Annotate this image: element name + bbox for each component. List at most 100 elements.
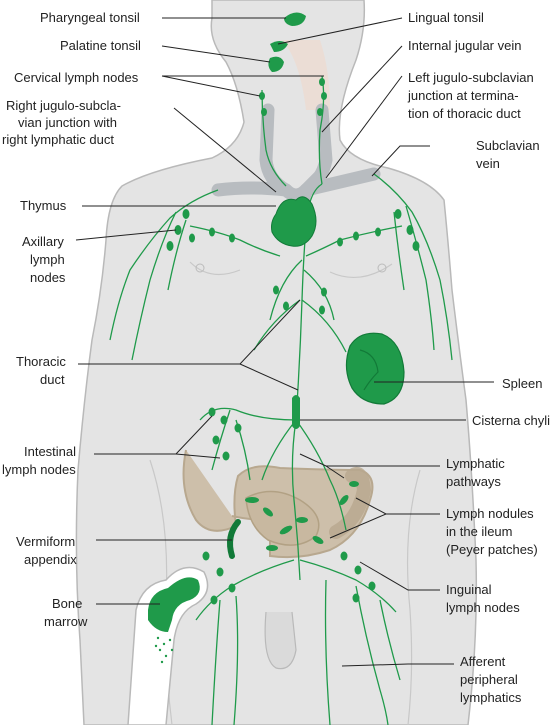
label-left-jugulo-2: junction at termina- (407, 88, 519, 103)
leg-vessel-left-1 (324, 579, 331, 725)
peyer-patch (245, 497, 259, 503)
arm-vessel-right-3 (167, 219, 187, 291)
lymph-nodes (166, 78, 420, 605)
label-peyer-1: Lymph nodules (446, 506, 534, 521)
leg-vessel-left-2 (355, 585, 389, 725)
axillary-lymph-node (353, 231, 359, 241)
lingual-tonsil (270, 41, 288, 52)
throat-highlight (282, 40, 330, 110)
axillary-lymph-node (406, 225, 414, 235)
label-intestinal-2: lymph nodes (2, 462, 76, 477)
axillary-lymph-node (375, 227, 381, 237)
chest-lymph-node (283, 301, 289, 311)
spleen-hilum (359, 349, 379, 391)
marrow-dot (154, 644, 158, 648)
label-axillary-3: nodes (30, 270, 66, 285)
axillary-lymph-node (337, 237, 343, 247)
nipple-left (195, 263, 205, 273)
leader-cervical-lymph-nodes (161, 75, 324, 97)
leader-palatine-tonsil (161, 45, 271, 63)
cervical-lymph-node (259, 92, 265, 100)
inguinal-lymph-node (216, 567, 224, 577)
genital-outline (264, 611, 297, 670)
intestinal-vessel-1 (211, 409, 231, 471)
inguinal-lymph-node (354, 565, 362, 575)
label-axillary-2: lymph (30, 252, 65, 267)
label-cisterna-chyli: Cisterna chyli (472, 413, 550, 428)
axillary-lymph-node (189, 233, 195, 243)
label-pharyngeal-tonsil: Pharyngeal tonsil (40, 10, 140, 25)
leg-vessel-left-3 (379, 599, 401, 681)
thymus-organ (271, 196, 317, 247)
inguinal-lymph-node (210, 595, 218, 605)
leader-peyer (329, 497, 440, 539)
leader-lymphatic-pathways (299, 453, 440, 479)
label-left-jugulo-3: tion of thoracic duct (408, 106, 521, 121)
nipple-right (377, 263, 387, 273)
axillary-lymph-node (229, 233, 235, 243)
inguinal-lymph-node (228, 583, 236, 593)
intestinal-lymph-node (220, 415, 228, 425)
label-right-jugulo-3: right lymphatic duct (2, 132, 114, 147)
inguinal-lymph-node (352, 593, 360, 603)
leader-axillary (75, 229, 177, 241)
marrow-dot (160, 660, 164, 664)
pelvic-vessel-left (299, 559, 397, 613)
label-afferent-2: peripheral (460, 672, 518, 687)
label-lymphatic-pathways-2: pathways (446, 474, 501, 489)
intestinal-lymph-node (222, 451, 230, 461)
marrow-dot (168, 638, 172, 642)
leader-inguinal (359, 561, 440, 591)
intestinal-lymph-node (212, 435, 220, 445)
label-internal-jugular-vein: Internal jugular vein (408, 38, 521, 53)
label-inguinal-2: lymph nodes (446, 600, 520, 615)
intestinal-lymph-node (234, 423, 242, 433)
inguinal-lymph-node (202, 551, 210, 561)
femur-bone (127, 566, 209, 725)
chest-lymph-node (319, 305, 325, 315)
leg-vessel-right-2 (233, 595, 239, 725)
thoracic-duct (295, 183, 323, 421)
cervical-lymph-node (319, 78, 325, 86)
label-cervical-lymph-nodes: Cervical lymph nodes (14, 70, 139, 85)
cervical-lymph-node (317, 108, 323, 116)
leader-lingual-tonsil (277, 17, 403, 45)
label-left-jugulo-1: Left jugulo-subclavian (408, 70, 534, 85)
leg-vessel-right-1 (211, 599, 221, 725)
chest-left (189, 261, 241, 276)
label-lingual-tonsil: Lingual tonsil (408, 10, 484, 25)
axillary-vessel-right (189, 225, 281, 257)
cervical-lymph-node (321, 92, 327, 100)
spleen-organ (345, 332, 405, 405)
axillary-lymph-node (412, 241, 420, 251)
neck-vessel-right (261, 89, 287, 187)
peyer-patch (339, 495, 349, 505)
leader-intestinal (94, 415, 221, 459)
label-lymphatic-pathways-1: Lymphatic (446, 456, 505, 471)
label-thymus: Thymus (20, 198, 67, 213)
inguinal-lymph-node (340, 551, 348, 561)
label-peyer-3: (Peyer patches) (446, 542, 538, 557)
label-subclavian-2: vein (476, 156, 500, 171)
leader-right-jugulo (173, 107, 277, 193)
abdominal-vessel-4 (261, 419, 297, 481)
marrow-dot (156, 636, 160, 640)
label-right-jugulo-2: vian junction with (18, 115, 117, 130)
palatine-tonsil (268, 56, 284, 72)
bone-marrow-stipple (154, 636, 174, 664)
marrow-dot (162, 642, 166, 646)
peyer-patch (349, 481, 359, 487)
chest-vessel-1 (269, 259, 303, 321)
leader-internal-jugular (321, 45, 403, 133)
peyer-patch (263, 507, 273, 517)
hip-right-outline (406, 469, 421, 725)
peyer-patch (296, 517, 308, 523)
abdominal-vessel-2 (291, 419, 301, 581)
cervical-lymph-node (261, 108, 267, 116)
subclavian-vein-right (211, 181, 293, 197)
label-palatine-tonsil: Palatine tonsil (60, 38, 141, 53)
label-afferent-1: Afferent (460, 654, 506, 669)
intestinal-lymph-node (208, 407, 216, 417)
axillary-lymph-node (166, 241, 174, 251)
